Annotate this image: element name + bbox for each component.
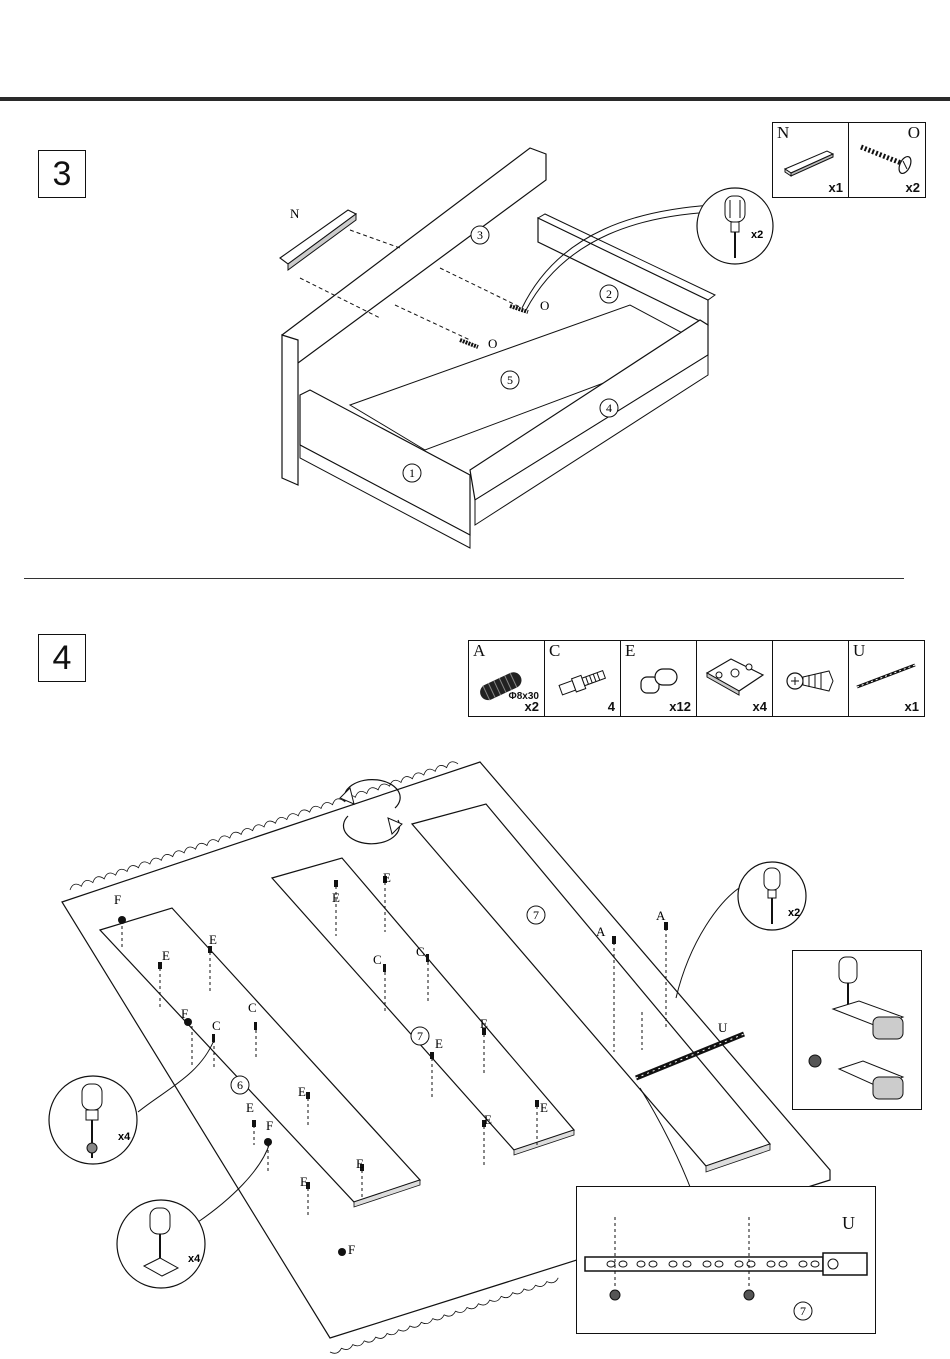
svg-text:6: 6 (237, 1078, 243, 1092)
svg-text:3: 3 (477, 228, 483, 242)
hinge-tool-callout: x4 (116, 1196, 206, 1296)
label-f-3: F (266, 1118, 273, 1133)
svg-text:5: 5 (507, 373, 513, 387)
panel-callout-7-middle: 7 (411, 1027, 429, 1045)
label-e-5: E (356, 1156, 364, 1171)
panel-callout-1: 1 (403, 464, 421, 482)
label-e-3: E (298, 1084, 306, 1099)
screwdriver-callout-right: x2 (736, 860, 808, 932)
part-e-box: E x12 (620, 640, 697, 717)
label-f-2: F (181, 1006, 188, 1021)
part-c-qty: 4 (608, 699, 615, 714)
part-u-qty: x1 (905, 699, 919, 714)
section-divider (24, 578, 904, 579)
label-e-12: E (540, 1100, 548, 1115)
svg-text:2: 2 (606, 287, 612, 301)
panel-callout-5: 5 (501, 371, 519, 389)
label-a-2: A (656, 908, 666, 923)
step4-tool-qty-right: x2 (788, 907, 800, 919)
runner-detail-box: U 7 (576, 1186, 876, 1334)
svg-text:4: 4 (606, 401, 612, 415)
panel-callout-3: 3 (471, 226, 489, 244)
panel-callout-6: 6 (231, 1076, 249, 1094)
step-3-number: 3 (38, 150, 86, 198)
svg-text:7: 7 (417, 1029, 423, 1043)
label-u-runner: U (718, 1020, 728, 1035)
label-c-4: C (416, 944, 425, 959)
label-f-4: F (348, 1242, 355, 1257)
label-c-2: C (248, 1000, 257, 1015)
step3-tool-qty: x2 (751, 229, 763, 241)
label-f-1: F (114, 892, 121, 907)
part-o-qty: x2 (906, 180, 920, 195)
label-e-11: E (484, 1112, 492, 1127)
label-c-3: C (373, 952, 382, 967)
step3-label-o1: O (540, 298, 549, 313)
runner-detail-panel-number: 7 (800, 1304, 806, 1318)
part-o-box: O x2 (848, 122, 926, 198)
part-a-box: A Φ8x30 x2 (468, 640, 545, 717)
part-a-qty: x2 (525, 699, 539, 714)
hinge-detail-box (792, 950, 922, 1110)
part-hinge-plate-qty: x4 (753, 699, 767, 714)
step-4-number: 4 (38, 634, 86, 682)
label-e-4: E (246, 1100, 254, 1115)
part-n-box: N x1 (772, 122, 849, 198)
label-e-2: E (209, 932, 217, 947)
panel-callout-4: 4 (600, 399, 618, 417)
label-e-8: E (383, 870, 391, 885)
screwdriver-callout: x2 (695, 186, 775, 266)
label-e-7: E (332, 890, 340, 905)
part-c-box: C 4 (544, 640, 621, 717)
part-e-qty: x12 (669, 699, 691, 714)
panel-callout-2: 2 (600, 285, 618, 303)
label-a-1: A (596, 924, 606, 939)
part-wood-screw-box (772, 640, 849, 717)
step3-label-o2: O (488, 336, 497, 351)
part-n-qty: x1 (829, 180, 843, 195)
label-c-1: C (212, 1018, 221, 1033)
step4-tool-qty-left-bottom: x4 (188, 1253, 201, 1265)
cam-tool-callout: x4 (48, 1072, 138, 1172)
svg-text:7: 7 (533, 908, 539, 922)
label-e-6: E (300, 1174, 308, 1189)
label-e-9: E (435, 1036, 443, 1051)
wood-screw-icon (773, 641, 850, 718)
step4-tool-qty-left-top: x4 (118, 1131, 131, 1143)
runner-detail-icon: 7 (577, 1187, 877, 1335)
label-e-10: E (480, 1016, 488, 1031)
hinge-icon (793, 951, 923, 1111)
part-hinge-plate-box: x4 (696, 640, 773, 717)
label-e-1: E (162, 948, 170, 963)
header-rule (0, 97, 950, 101)
svg-text:1: 1 (409, 466, 415, 480)
panel-callout-7-right: 7 (527, 906, 545, 924)
step3-label-n: N (290, 206, 300, 221)
part-u-box: U x1 (848, 640, 925, 717)
